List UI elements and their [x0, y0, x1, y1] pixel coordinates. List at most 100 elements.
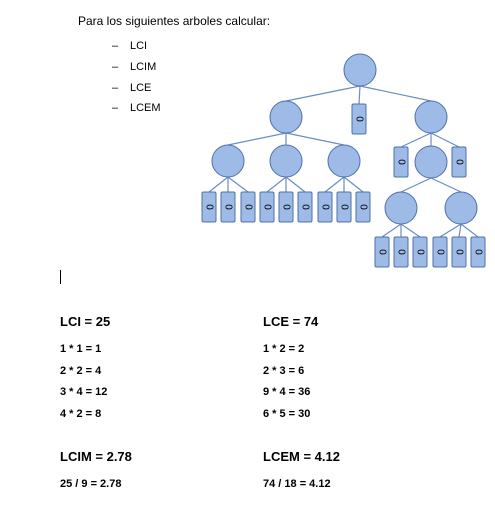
intro-text: Para los siguientes arboles calcular: — [78, 14, 271, 28]
bullet-label: LCE — [130, 81, 152, 94]
leaf-node: 0 — [220, 191, 236, 223]
leaf-node: 0 — [470, 236, 486, 268]
lce-line: 2 * 3 = 6 — [263, 364, 305, 377]
leaf-node: 0 — [451, 146, 467, 178]
leaf-box — [351, 103, 367, 135]
bullet-item: –LCEM — [112, 98, 161, 119]
lci-line: 2 * 2 = 4 — [60, 364, 102, 377]
leaf-box — [297, 191, 313, 223]
leaf-box — [317, 191, 333, 223]
lci-block: LCI = 25 1 * 1 = 1 2 * 2 = 4 3 * 4 = 12 … — [60, 314, 110, 425]
lcem-line: 74 / 18 = 4.12 — [263, 478, 331, 490]
bullet-label: LCEM — [130, 102, 161, 115]
leaf-box — [355, 191, 371, 223]
lci-title: LCI = 25 — [60, 314, 111, 329]
leaf-label: 0 — [454, 249, 465, 255]
leaf-box — [393, 146, 409, 178]
tree-edge — [460, 223, 479, 238]
leaf-box — [451, 146, 467, 178]
bullet-dash: – — [112, 61, 119, 74]
lci-line: 1 * 1 = 1 — [60, 343, 102, 355]
leaf-node: 0 — [351, 103, 367, 135]
leaf-node: 0 — [393, 236, 409, 268]
tree-edge — [324, 176, 345, 193]
lcim-line: 25 / 9 = 2.78 — [60, 478, 122, 490]
leaf-node: 0 — [374, 236, 390, 268]
bullet-label: LCIM — [130, 61, 157, 74]
lce-line: 6 * 5 = 30 — [263, 407, 311, 420]
leaf-box — [336, 191, 352, 223]
leaf-label: 0 — [354, 116, 365, 122]
leaf-label: 0 — [415, 249, 426, 255]
tree-edge — [285, 176, 306, 193]
lcem-block: LCEM = 4.12 74 / 18 = 4.12 — [263, 449, 340, 496]
lci-line: 3 * 4 = 12 — [60, 386, 108, 398]
leaf-label: 0 — [223, 204, 234, 210]
tree-edge — [400, 177, 432, 193]
text-cursor — [60, 270, 61, 284]
leaf-box — [259, 191, 275, 223]
leaf-box — [220, 191, 236, 223]
tree-node — [414, 100, 448, 134]
leaf-box — [278, 191, 294, 223]
bullet-item: –LCIM — [112, 57, 161, 78]
tree-edge — [266, 176, 287, 193]
leaf-label: 0 — [454, 159, 465, 165]
leaf-node: 0 — [393, 146, 409, 178]
tree-edge — [208, 176, 229, 193]
tree-edge — [381, 223, 402, 238]
tree-node — [343, 53, 377, 87]
leaf-node: 0 — [432, 236, 448, 268]
leaf-label: 0 — [435, 249, 446, 255]
leaf-box — [451, 236, 467, 268]
leaf-node: 0 — [240, 191, 256, 223]
leaf-box — [470, 236, 486, 268]
leaf-node: 0 — [451, 236, 467, 268]
lce-line: 1 * 2 = 2 — [263, 343, 305, 355]
tree-node — [444, 191, 478, 225]
lci-line: 4 * 2 = 8 — [60, 407, 102, 420]
leaf-box — [393, 236, 409, 268]
tree-edge — [343, 176, 364, 193]
lcim-title: LCIM = 2.78 — [60, 449, 132, 464]
bullet-dash: – — [112, 40, 119, 53]
bullet-label: LCI — [130, 40, 148, 53]
bullet-dash: – — [112, 102, 119, 115]
tree-edge — [400, 132, 432, 148]
tree-edge — [430, 177, 462, 193]
leaf-label: 0 — [204, 204, 215, 210]
leaf-label: 0 — [300, 204, 311, 210]
leaf-label: 0 — [339, 204, 350, 210]
tree-edge — [400, 223, 421, 238]
leaf-label: 0 — [377, 249, 388, 255]
tree-node — [269, 144, 303, 178]
leaf-box — [432, 236, 448, 268]
lce-title: LCE = 74 — [263, 314, 319, 329]
tree-edge — [359, 85, 432, 102]
bullet-item: –LCI — [112, 36, 161, 57]
leaf-label: 0 — [243, 204, 254, 210]
leaf-box — [240, 191, 256, 223]
leaf-node: 0 — [355, 191, 371, 223]
tree-edge — [458, 223, 462, 238]
lce-line: 9 * 4 = 36 — [263, 386, 311, 398]
leaf-label: 0 — [281, 204, 292, 210]
leaf-label: 0 — [358, 204, 369, 210]
bullet-dash: – — [112, 81, 119, 94]
leaf-label: 0 — [396, 249, 407, 255]
tree-node — [269, 100, 303, 134]
leaf-node: 0 — [412, 236, 428, 268]
leaf-node: 0 — [259, 191, 275, 223]
leaf-label: 0 — [473, 249, 484, 255]
leaf-box — [374, 236, 390, 268]
tree-edge — [285, 132, 345, 146]
lcim-block: LCIM = 2.78 25 / 9 = 2.78 — [60, 449, 132, 496]
leaf-box — [201, 191, 217, 223]
tree-edge — [227, 132, 287, 146]
leaf-box — [412, 236, 428, 268]
bullet-item: –LCE — [112, 77, 161, 98]
tree-node — [211, 144, 245, 178]
lcem-title: LCEM = 4.12 — [263, 449, 340, 464]
